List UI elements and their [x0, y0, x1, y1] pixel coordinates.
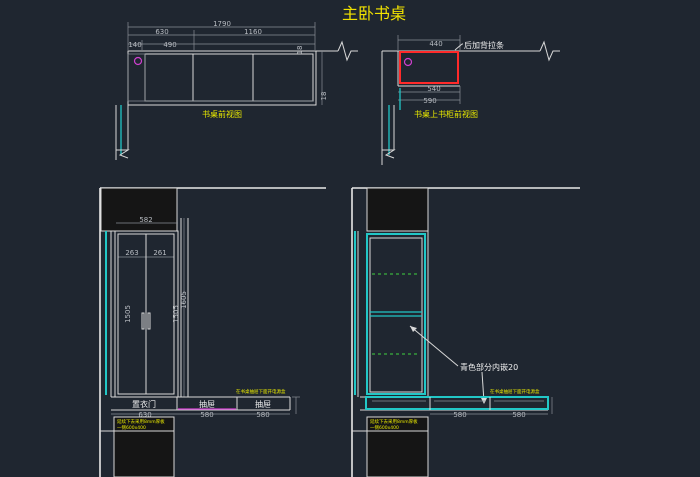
upper-outlet-icon — [403, 57, 413, 67]
shelf-frame — [366, 233, 426, 395]
left-dim-a: 263 — [125, 249, 138, 257]
left-dim-bottom-2: 580 — [200, 411, 213, 419]
right-note-box-1: 延续下去采用8mm厚板 — [370, 418, 418, 425]
back-strip-highlight — [399, 51, 459, 84]
wall-hatch-bottom — [113, 416, 175, 477]
inlay-annotation: 青色部分内嵌20 — [460, 362, 518, 372]
upper-dim-bottom-1: 540 — [427, 85, 440, 93]
right-elevation: 青色部分内嵌20 在书桌抽屉下面开电源盒 580 580 延续下去采用8mm厚板… — [351, 187, 580, 477]
dim-b: 490 — [163, 41, 176, 49]
left-note-box-1: 延续下去采用8mm厚板 — [117, 418, 165, 425]
arrow-head-up — [410, 326, 417, 332]
dim-side-1: 18 — [296, 46, 304, 55]
left-dim-side-h: 1505 — [124, 305, 132, 323]
left-dim-right-h2: 1605 — [180, 291, 188, 309]
upper-cabinet-view: 440 后加背拉条 540 590 书桌上书柜前视图 — [381, 35, 560, 165]
left-dim-bottom-1: 630 — [138, 411, 151, 419]
left-dim-right-h1: 1505 — [172, 305, 180, 323]
wall-hatch-top — [100, 187, 178, 232]
dim-total: 1790 — [213, 20, 231, 28]
dim-right: 1160 — [244, 28, 262, 36]
drawer-label-3: 抽屉 — [255, 399, 271, 409]
drawer-strip — [365, 396, 549, 410]
right-wall-hatch-top — [366, 187, 429, 232]
drawer-label-1: 置衣门 — [132, 399, 156, 409]
drawer-label-2: 抽屉 — [199, 399, 215, 409]
dim-left: 630 — [155, 28, 168, 36]
right-dim-bottom-2: 580 — [512, 411, 525, 419]
left-elevation: 582 263 261 1505 1505 1605 在书桌抽屉下面开电源盒 置… — [99, 187, 326, 477]
right-dim-bottom-1: 580 — [453, 411, 466, 419]
back-strip-note: 后加背拉条 — [464, 40, 504, 50]
right-note-box-2: 一侧600x400 — [370, 424, 399, 431]
left-note-top: 在书桌抽屉下面开电源盒 — [236, 388, 286, 395]
upper-cabinet-label: 书桌上书柜前视图 — [414, 109, 478, 119]
outlet-icon — [133, 56, 143, 66]
upper-dim-top: 440 — [429, 40, 442, 48]
upper-dim-bottom-2: 590 — [423, 97, 436, 105]
dim-side-2: 18 — [320, 92, 328, 101]
dim-a: 140 — [128, 41, 141, 49]
left-dim-top: 582 — [139, 216, 152, 224]
desk-front-label: 书桌前视图 — [202, 109, 242, 119]
right-note-top: 在书桌抽屉下面开电源盒 — [490, 388, 540, 395]
left-dim-b: 261 — [153, 249, 166, 257]
left-dim-bottom-3: 580 — [256, 411, 269, 419]
drawing-title: 主卧书桌 — [342, 4, 406, 23]
left-note-box-2: 一侧600x400 — [117, 424, 146, 431]
desk-front-view: 1790 630 1160 140 490 18 18 书桌前视图 — [115, 20, 358, 160]
